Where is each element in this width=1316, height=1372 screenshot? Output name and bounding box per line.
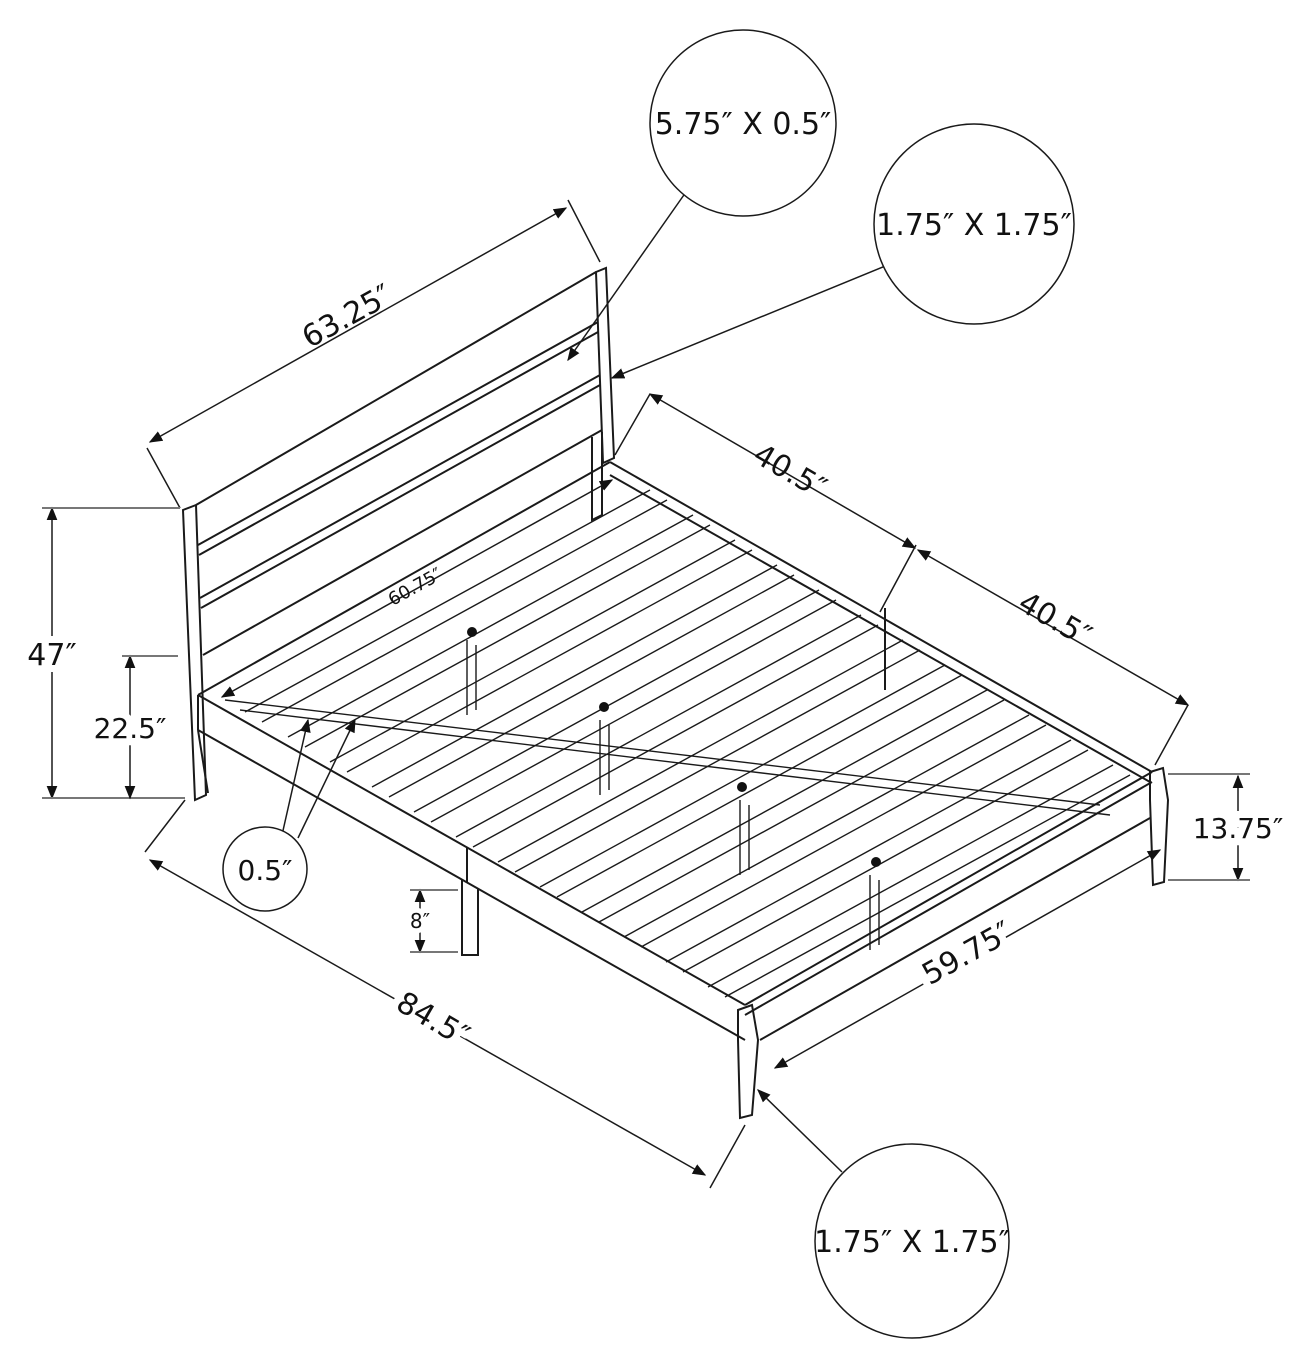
head-rail <box>197 461 611 696</box>
label-side-rail-1: 40.5″ <box>747 437 832 506</box>
center-leg <box>461 880 479 956</box>
headboard-left-post <box>181 503 208 802</box>
label-headboard-slat: 5.75″ X 0.5″ <box>655 107 832 142</box>
callout-headboard-post <box>873 123 1075 325</box>
dim-headboard-width <box>148 207 568 443</box>
dim-side-rail-1 <box>648 393 917 549</box>
label-inner-width: 60.75″ <box>385 564 446 611</box>
label-side-rail-2: 40.5″ <box>1012 585 1097 654</box>
label-foot-leg: 1.75″ X 1.75″ <box>814 1225 1010 1260</box>
foot-leg-right <box>1149 766 1170 887</box>
callout-headboard-slat <box>649 29 837 217</box>
label-headboard-post: 1.75″ X 1.75″ <box>876 208 1072 243</box>
callout-foot-leg <box>814 1143 1010 1339</box>
label-leg-height: 22.5″ <box>94 712 167 745</box>
label-footboard-width: 59.75″ <box>916 915 1018 993</box>
label-slat-thickness: 0.5″ <box>238 854 293 887</box>
foot-leg-left <box>737 1003 760 1120</box>
label-footboard-height: 13.75″ <box>1193 812 1284 845</box>
label-center-leg: 8″ <box>410 909 430 933</box>
label-headboard-height: 47″ <box>27 638 76 673</box>
dim-side-rail-2 <box>916 549 1190 706</box>
headboard-right-post <box>594 266 616 465</box>
label-headboard-width: 63.25″ <box>296 278 398 356</box>
bed-frame <box>181 266 1170 1120</box>
callout-slat-thickness <box>222 826 308 912</box>
dim-footboard-width <box>773 849 1162 1069</box>
dim-inner-width <box>220 479 614 698</box>
label-overall-length: 84.5″ <box>390 985 475 1054</box>
dim-overall-length <box>148 859 707 1176</box>
